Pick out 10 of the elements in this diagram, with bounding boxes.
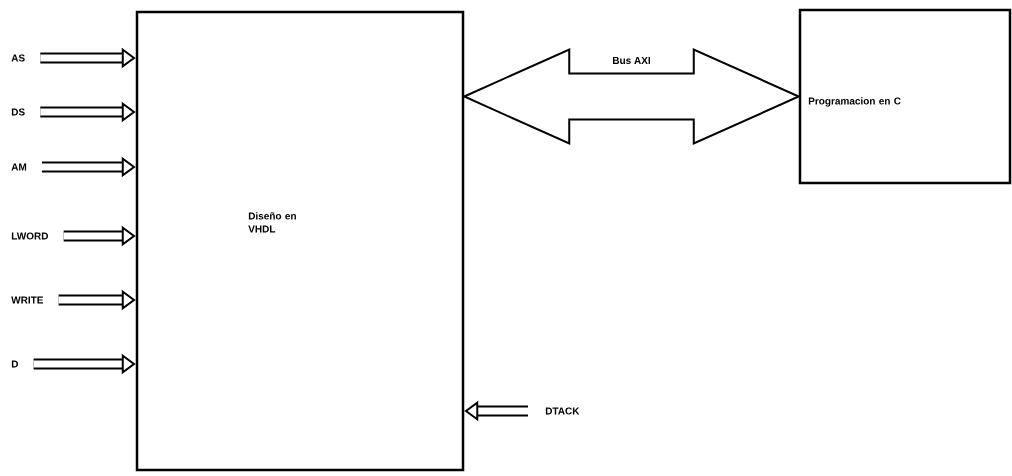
signal-label: LWORD: [11, 232, 48, 240]
signal-label: D: [11, 360, 18, 368]
signal-label: AM: [11, 163, 27, 171]
block-box: Programacion en C: [798, 8, 1012, 185]
signal-label: DS: [11, 108, 25, 116]
signal-label: AS: [11, 54, 25, 62]
signal-label: WRITE: [11, 296, 44, 304]
signal-label: DTACK: [545, 407, 580, 415]
block-box: Diseño en VHDL: [135, 10, 465, 472]
edge-label: Bus AXI: [611, 56, 652, 65]
